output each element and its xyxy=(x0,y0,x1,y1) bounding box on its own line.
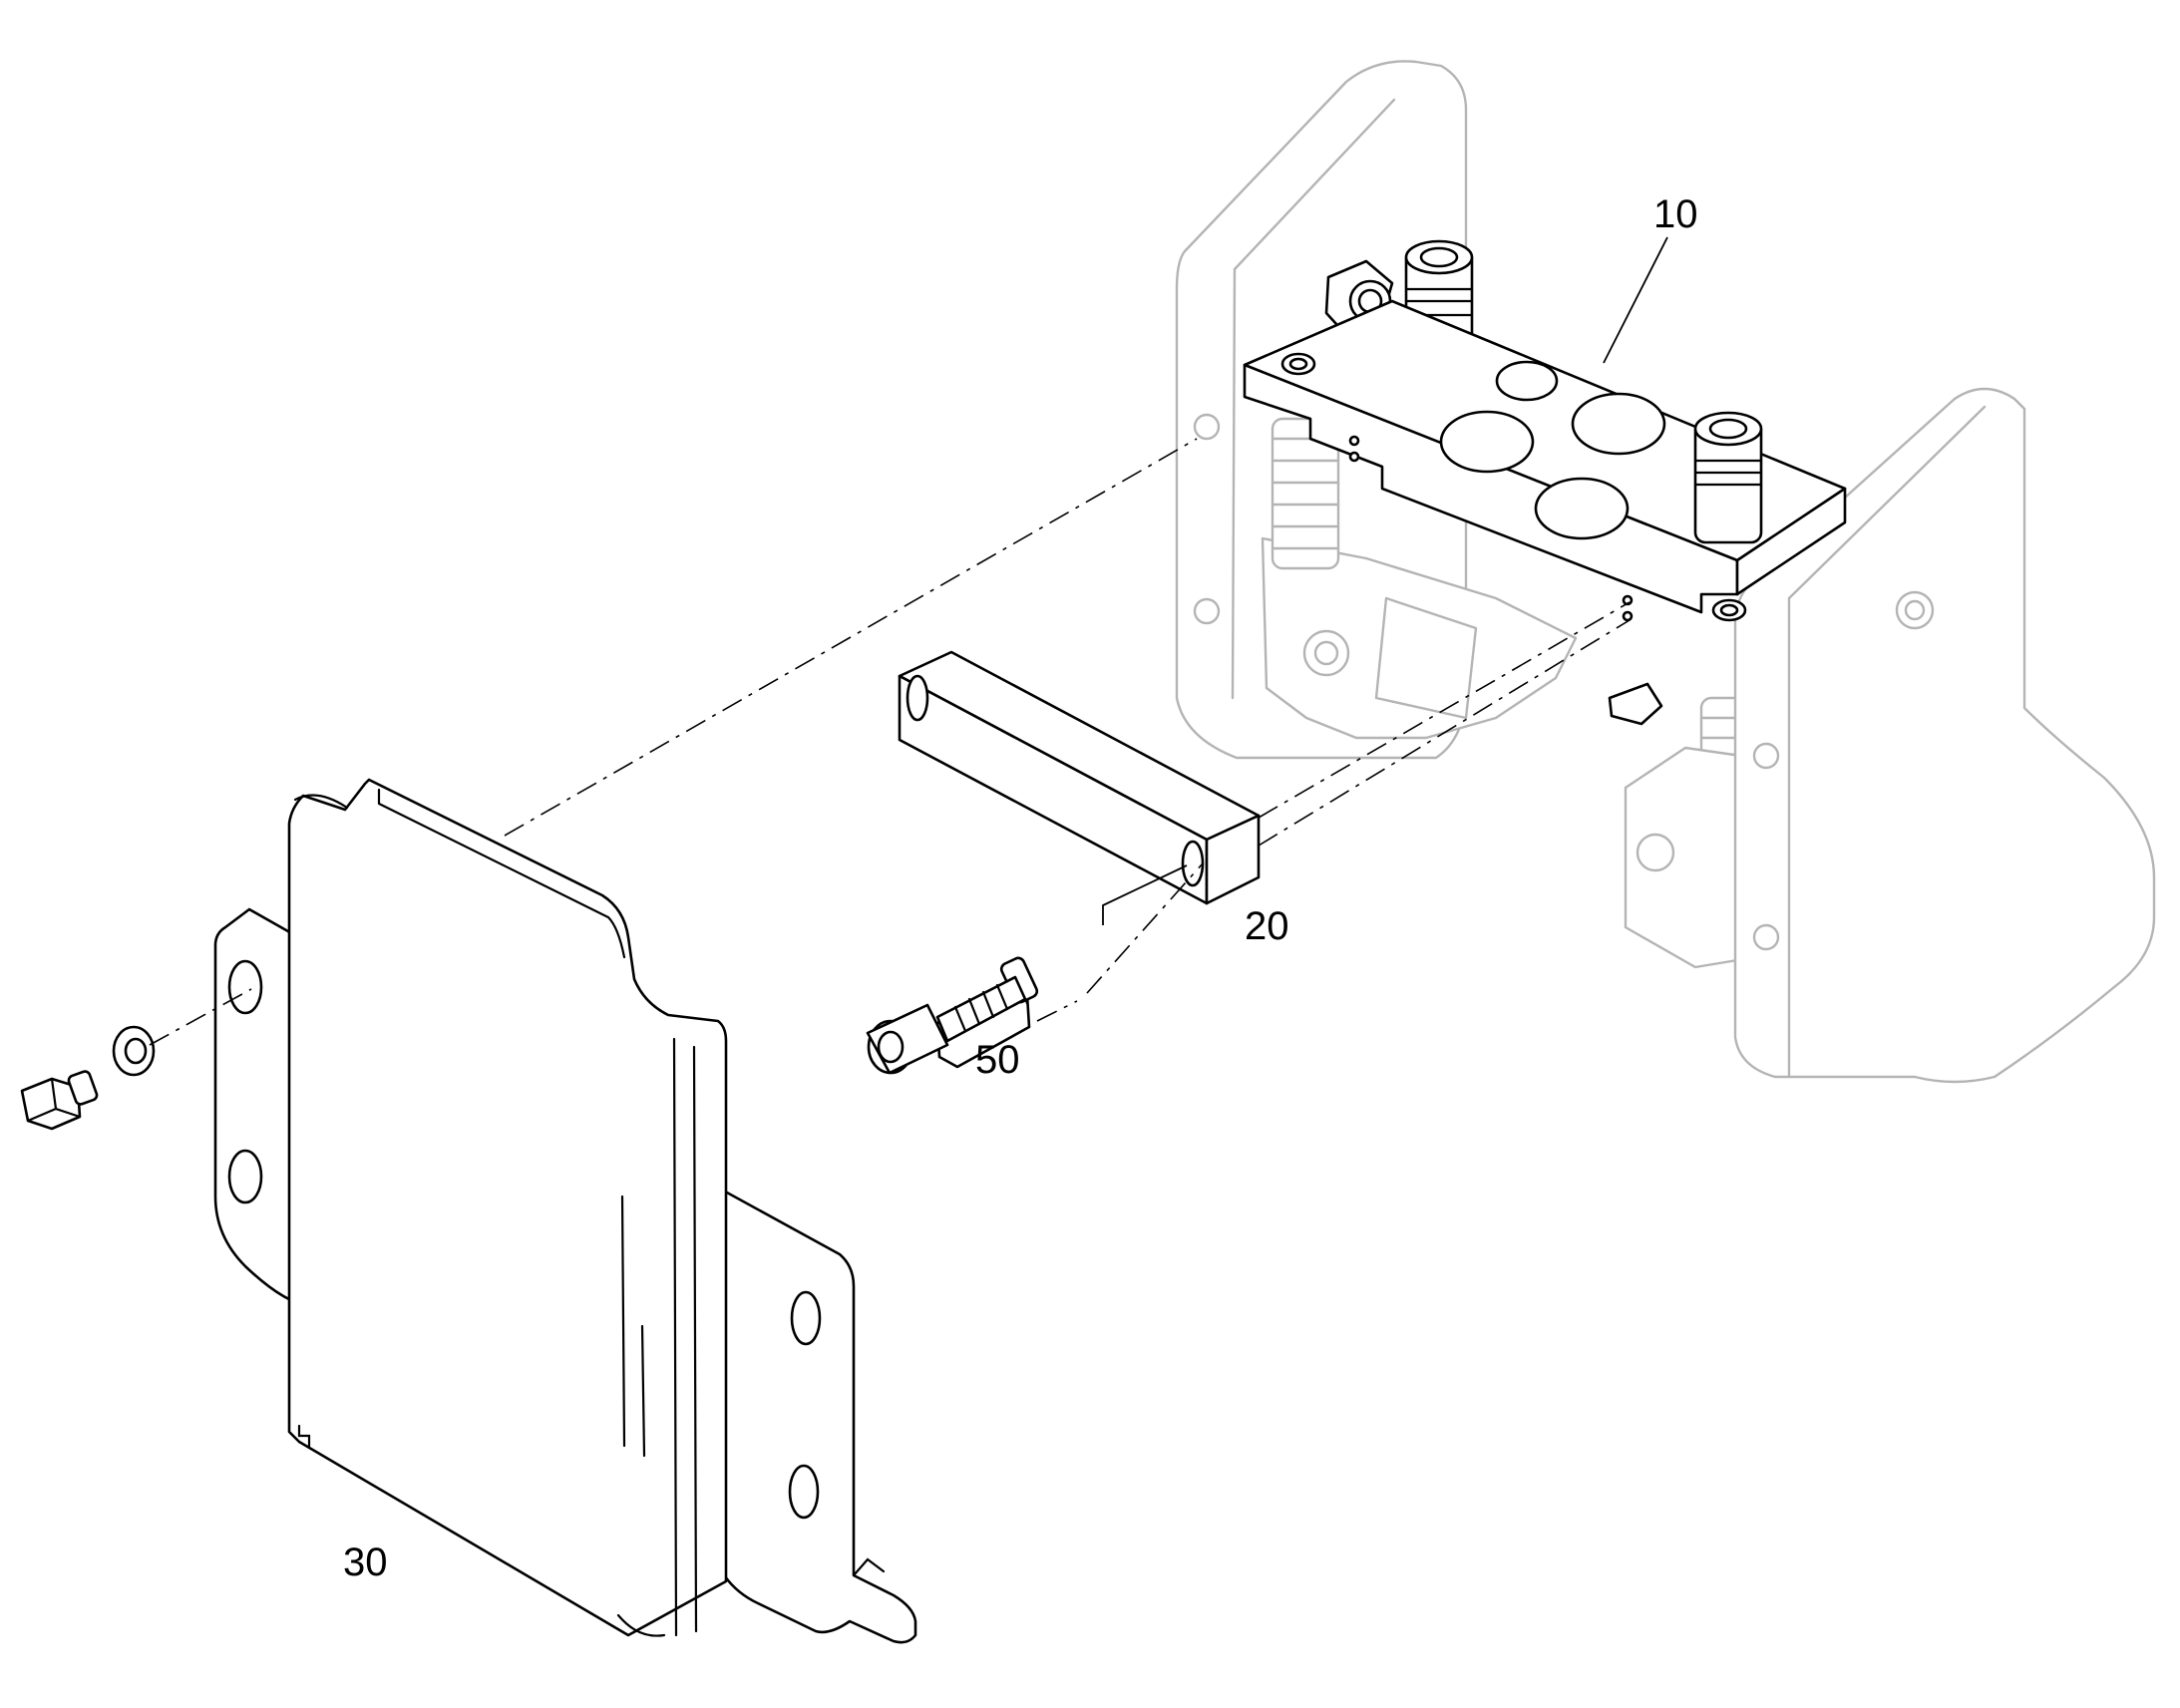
callout-20: 20 xyxy=(1245,904,1289,948)
part-30-cover-bracket xyxy=(213,778,917,1644)
right-flange xyxy=(708,1185,917,1644)
part-50-cap-screw xyxy=(866,956,1039,1075)
carriage-assembly-ghost xyxy=(1175,60,2156,1084)
left-spring xyxy=(1271,417,1340,570)
cover-plate xyxy=(287,778,728,1637)
left-plate-hole-upper xyxy=(1193,413,1221,441)
left-plate-hole-lower xyxy=(1193,597,1221,625)
callout-50: 50 xyxy=(975,1038,1020,1082)
assembly-centerlines xyxy=(149,438,1631,1046)
part-10-mounting-block xyxy=(1243,239,1847,726)
right-side-plate xyxy=(1733,387,2156,1084)
callout-30: 30 xyxy=(343,1540,388,1584)
callouts: 10 20 50 30 xyxy=(343,192,1698,1584)
part-20-spacer-bar xyxy=(898,650,1261,905)
callout-leaders xyxy=(1603,236,1668,364)
callout-10: 10 xyxy=(1653,192,1698,236)
hex-bolt-and-washer xyxy=(20,1025,156,1131)
